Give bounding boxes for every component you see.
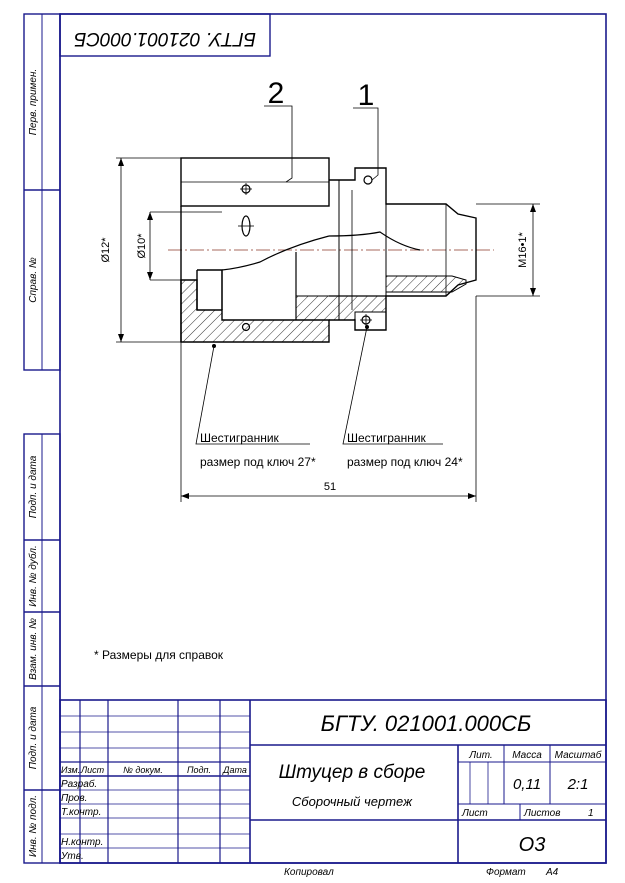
tb-utv: Утв.	[60, 851, 84, 862]
dim-thread: М16•1*	[517, 231, 529, 267]
side-label-podp-data-2: Подп. и дата	[28, 706, 39, 769]
dim-length: 51	[324, 481, 336, 493]
tb-tkontr: Т.контр.	[61, 807, 101, 818]
tb-listov: 1	[588, 808, 594, 819]
tb-nkontr: Н.контр.	[61, 837, 103, 848]
callout-pos-2: 2	[268, 77, 285, 110]
tb-h-podp: Подп.	[187, 765, 211, 775]
tb-masshtab: 2:1	[567, 776, 589, 793]
dim-d-inner: Ø10*	[136, 233, 148, 259]
part-1-section-hatch	[295, 295, 387, 321]
note-hex1-line1: Шестигранник	[200, 431, 280, 445]
footer-copied: Копировал	[284, 867, 334, 878]
tb-h-lit: Лит.	[468, 750, 492, 761]
dim-d-outer: Ø12*	[100, 237, 112, 263]
tb-razrab: Разраб.	[61, 778, 97, 790]
part-drawing	[168, 157, 494, 343]
side-label-inv-dubl: Инв. № дубл.	[27, 545, 39, 607]
note-hex2-line2: размер под ключ 24*	[347, 455, 463, 469]
callout-pos-1: 1	[358, 79, 375, 112]
tb-h-izm: Изм.	[61, 765, 80, 775]
side-label-inv-podl: Инв. № подл.	[28, 795, 39, 857]
tb-org: О3	[519, 834, 546, 856]
tb-title: Штуцер в сборе	[279, 762, 426, 783]
tb-h-docum: № докум.	[123, 765, 163, 775]
dimensions	[116, 105, 540, 502]
tb-doc-code: БГТУ. 021001.000СБ	[321, 711, 532, 736]
note-hex2-line1: Шестигранник	[347, 431, 427, 445]
tb-h-masshtab: Масштаб	[555, 749, 602, 761]
stamp-top-text: БГТУ. 021001.000СБ	[74, 28, 256, 49]
tb-massa: 0,11	[513, 776, 541, 793]
footer-format: А4	[545, 867, 559, 878]
tb-h-data: Дата	[222, 765, 247, 775]
note-hex1-line2: размер под ключ 27*	[200, 455, 316, 469]
title-block-grid	[59, 699, 607, 864]
tb-prov: Пров.	[61, 793, 87, 804]
note-reference: * Размеры для справок	[94, 648, 224, 662]
side-label-perv-primen: Перв. примен.	[28, 69, 39, 135]
side-label-vzam-inv: Взам. инв. №	[28, 618, 39, 680]
part-1-body	[329, 167, 477, 331]
dimension-arrows	[118, 158, 536, 499]
tb-list-label: Лист	[461, 808, 488, 819]
side-label-sprav-no: Справ. №	[28, 257, 39, 303]
tb-listov-label: Листов	[523, 808, 560, 819]
tb-h-list: Лист	[80, 765, 105, 775]
tb-subtitle: Сборочный чертеж	[292, 794, 413, 809]
tb-h-massa: Масса	[512, 750, 542, 761]
footer-format-label: Формат	[486, 867, 526, 878]
side-label-podp-data-1: Подп. и дата	[28, 455, 39, 518]
